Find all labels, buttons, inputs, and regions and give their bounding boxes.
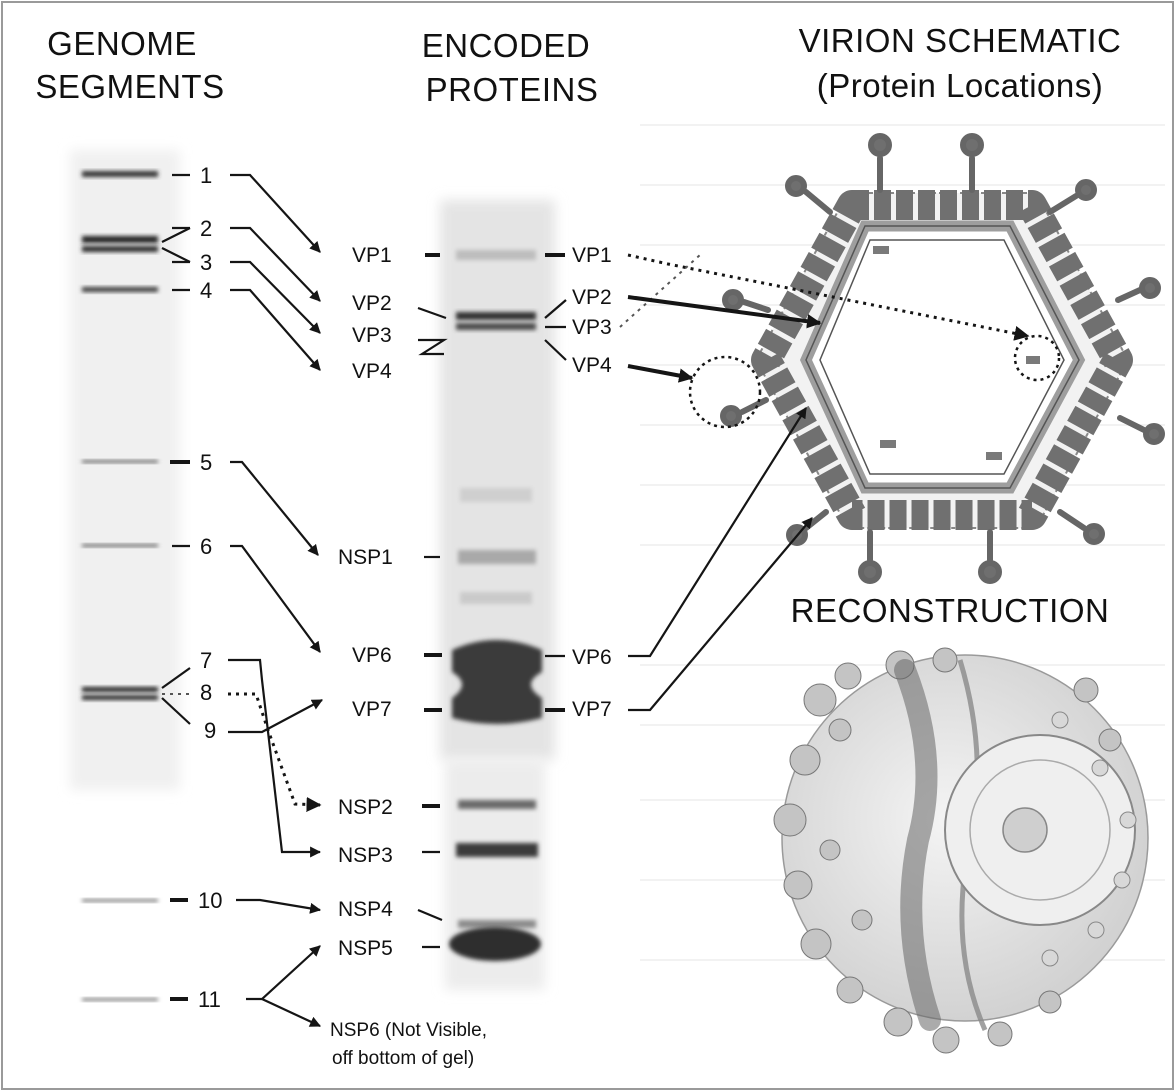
segment-label: 4 — [200, 278, 212, 303]
segment-label: 11 — [198, 987, 221, 1012]
protein-label-vp7: VP7 — [352, 698, 392, 721]
protein-label-right-vp6: VP6 — [572, 646, 612, 669]
protein-band-vp1 — [456, 250, 536, 260]
protein-band-vp3 — [456, 323, 536, 330]
protein-label-nsp3: NSP3 — [338, 844, 393, 867]
genome-band-3 — [82, 246, 158, 252]
protein-label-vp2: VP2 — [352, 292, 392, 315]
protein-label-vp6: VP6 — [352, 644, 392, 667]
nsp6-note-line2: off bottom of gel) — [332, 1048, 474, 1069]
protein-label-vp4: VP4 — [352, 360, 392, 383]
protein-label-nsp1: NSP1 — [338, 546, 393, 569]
genome-band-7-8 — [82, 687, 158, 692]
protein-band-vp6-vp7 — [452, 640, 542, 724]
protein-label-right-vp7: VP7 — [572, 698, 612, 721]
genome-band-9 — [82, 695, 158, 700]
genome-band-2 — [82, 236, 158, 243]
protein-label-right-vp4: VP4 — [572, 354, 612, 377]
genome-band-10 — [82, 899, 158, 902]
protein-band-nsp5 — [449, 927, 541, 961]
protein-band-faint-a — [460, 488, 532, 502]
segment-label: 7 — [200, 648, 212, 673]
segment-label: 3 — [200, 250, 212, 275]
nsp6-note-line1: NSP6 (Not Visible, — [330, 1020, 487, 1041]
segment-label: 6 — [200, 534, 212, 559]
genome-band-1 — [82, 171, 158, 177]
protein-label-nsp5: NSP5 — [338, 937, 393, 960]
segment-label: 9 — [204, 718, 216, 743]
reconstruction-heading: RECONSTRUCTION — [791, 592, 1110, 629]
protein-label-nsp4: NSP4 — [338, 898, 393, 921]
protein-band-nsp1 — [458, 550, 536, 564]
protein-band-nsp2 — [458, 800, 536, 809]
virion-schematic-heading-line2: (Protein Locations) — [817, 67, 1103, 104]
genome-segments-heading-line1: GENOME — [47, 25, 197, 62]
protein-gel — [440, 200, 555, 990]
segment-label: 10 — [198, 888, 222, 913]
genome-band-5 — [82, 460, 158, 463]
protein-label-vp3: VP3 — [352, 324, 392, 347]
segment-label: 2 — [200, 216, 212, 241]
genome-band-6 — [82, 544, 158, 547]
virion-schematic-heading-line1: VIRION SCHEMATIC — [799, 22, 1122, 59]
genome-band-4 — [82, 287, 158, 292]
protein-label-right-vp2: VP2 — [572, 286, 612, 309]
encoded-proteins-heading-line2: PROTEINS — [426, 71, 599, 108]
segment-label: 8 — [200, 680, 212, 705]
protein-band-vp2 — [456, 312, 536, 320]
protein-band-faint-b — [460, 592, 532, 604]
protein-label-right-vp1: VP1 — [572, 244, 612, 267]
protein-band-nsp4 — [458, 920, 536, 928]
protein-band-nsp3 — [456, 843, 538, 857]
segment-label: 1 — [200, 163, 212, 188]
protein-label-vp1: VP1 — [352, 244, 392, 267]
genome-segments-heading-line2: SEGMENTS — [35, 68, 224, 105]
genome-band-11 — [82, 998, 158, 1001]
encoded-proteins-heading-line1: ENCODED — [422, 27, 591, 64]
protein-label-nsp2: NSP2 — [338, 796, 393, 819]
segment-label: 5 — [200, 450, 212, 475]
protein-label-right-vp3: VP3 — [572, 316, 612, 339]
